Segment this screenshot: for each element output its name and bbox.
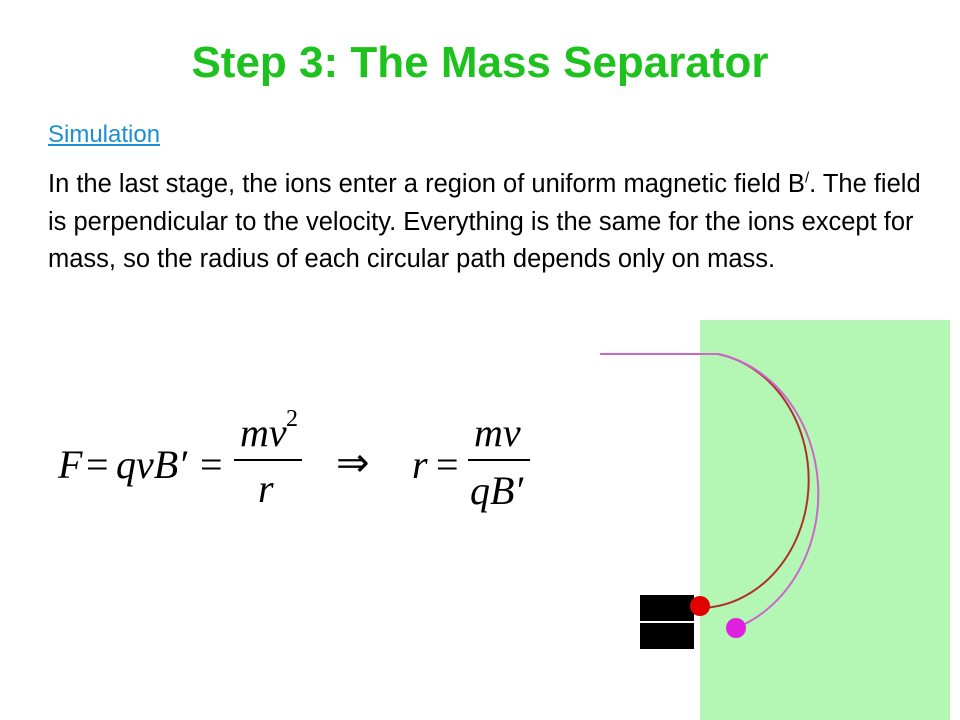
eq-denominator-qB: qB′ [470, 468, 524, 513]
eq-qvB: qvB′ [116, 442, 188, 487]
eq-equals-2: = [200, 442, 223, 487]
detector-block-top [640, 595, 694, 621]
heavy-ion-path [717, 353, 820, 629]
eq-denominator-r: r [258, 466, 274, 511]
radius-equation: F = qvB′ = mv 2 r ⇒ r = mv qB′ [57, 406, 530, 513]
detector-block-bottom [640, 623, 694, 649]
paragraph-part1: In the last stage, the ions enter a regi… [48, 170, 805, 198]
eq-r: r [412, 442, 428, 487]
light-ion [690, 596, 710, 616]
eq-implies-arrow: ⇒ [336, 440, 370, 485]
slide-title: Step 3: The Mass Separator [191, 38, 769, 87]
light-ion-path [699, 353, 810, 609]
mass-separator-diagram [600, 320, 950, 720]
magnetic-field-region [700, 320, 950, 720]
eq-numerator-mv: mv [240, 410, 287, 455]
paragraph-part2: . The field is perpendicular to the velo… [48, 170, 921, 273]
prime-superscript: / [804, 169, 810, 187]
eq-equals-3: = [436, 442, 459, 487]
heavy-ion [726, 618, 746, 638]
eq-equals-1: = [86, 442, 109, 487]
eq-numerator-mv-2: mv [474, 410, 521, 455]
description-paragraph: In the last stage, the ions enter a regi… [48, 166, 928, 279]
simulation-link[interactable]: Simulation [48, 121, 161, 148]
eq-exponent-2: 2 [286, 406, 298, 432]
eq-F: F [57, 442, 83, 487]
